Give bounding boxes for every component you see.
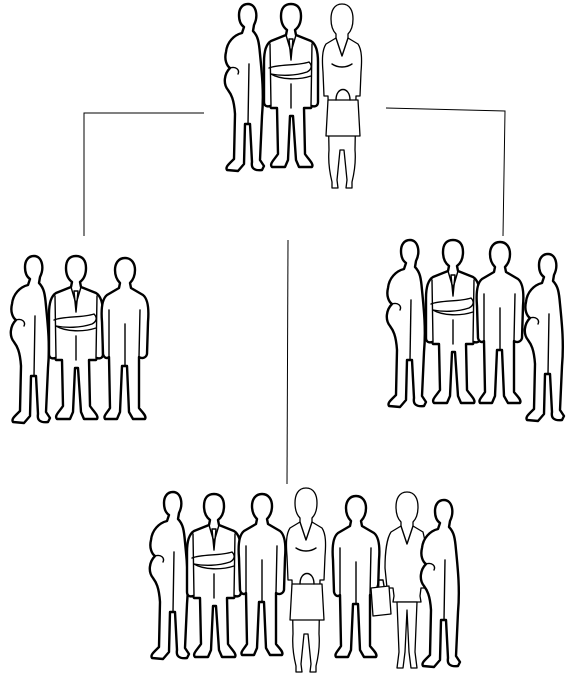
person-man-back	[102, 258, 149, 419]
connector-top-to-left	[84, 113, 204, 236]
person-woman-handbag	[322, 4, 361, 188]
person-man-suit	[187, 494, 241, 657]
connector-top-to-right	[386, 108, 505, 236]
person-man-back	[477, 242, 524, 403]
person-man-side	[225, 4, 264, 171]
person-man-side	[421, 500, 460, 667]
person-man-suit	[264, 4, 318, 167]
person-man-side	[387, 240, 426, 407]
connector-top-to-bottom	[287, 240, 288, 484]
person-man-back	[333, 496, 380, 657]
group-bottom	[150, 488, 460, 672]
person-woman-handbag	[286, 488, 325, 672]
group-left	[11, 256, 149, 423]
group-right	[387, 240, 564, 421]
person-man-back	[239, 494, 286, 655]
person-man-side	[150, 492, 189, 659]
person-man-side	[525, 254, 564, 421]
person-man-side	[11, 256, 50, 423]
person-woman-briefcase	[371, 492, 428, 668]
person-man-suit	[426, 240, 480, 403]
group-top	[225, 4, 362, 188]
person-man-suit	[49, 256, 103, 419]
